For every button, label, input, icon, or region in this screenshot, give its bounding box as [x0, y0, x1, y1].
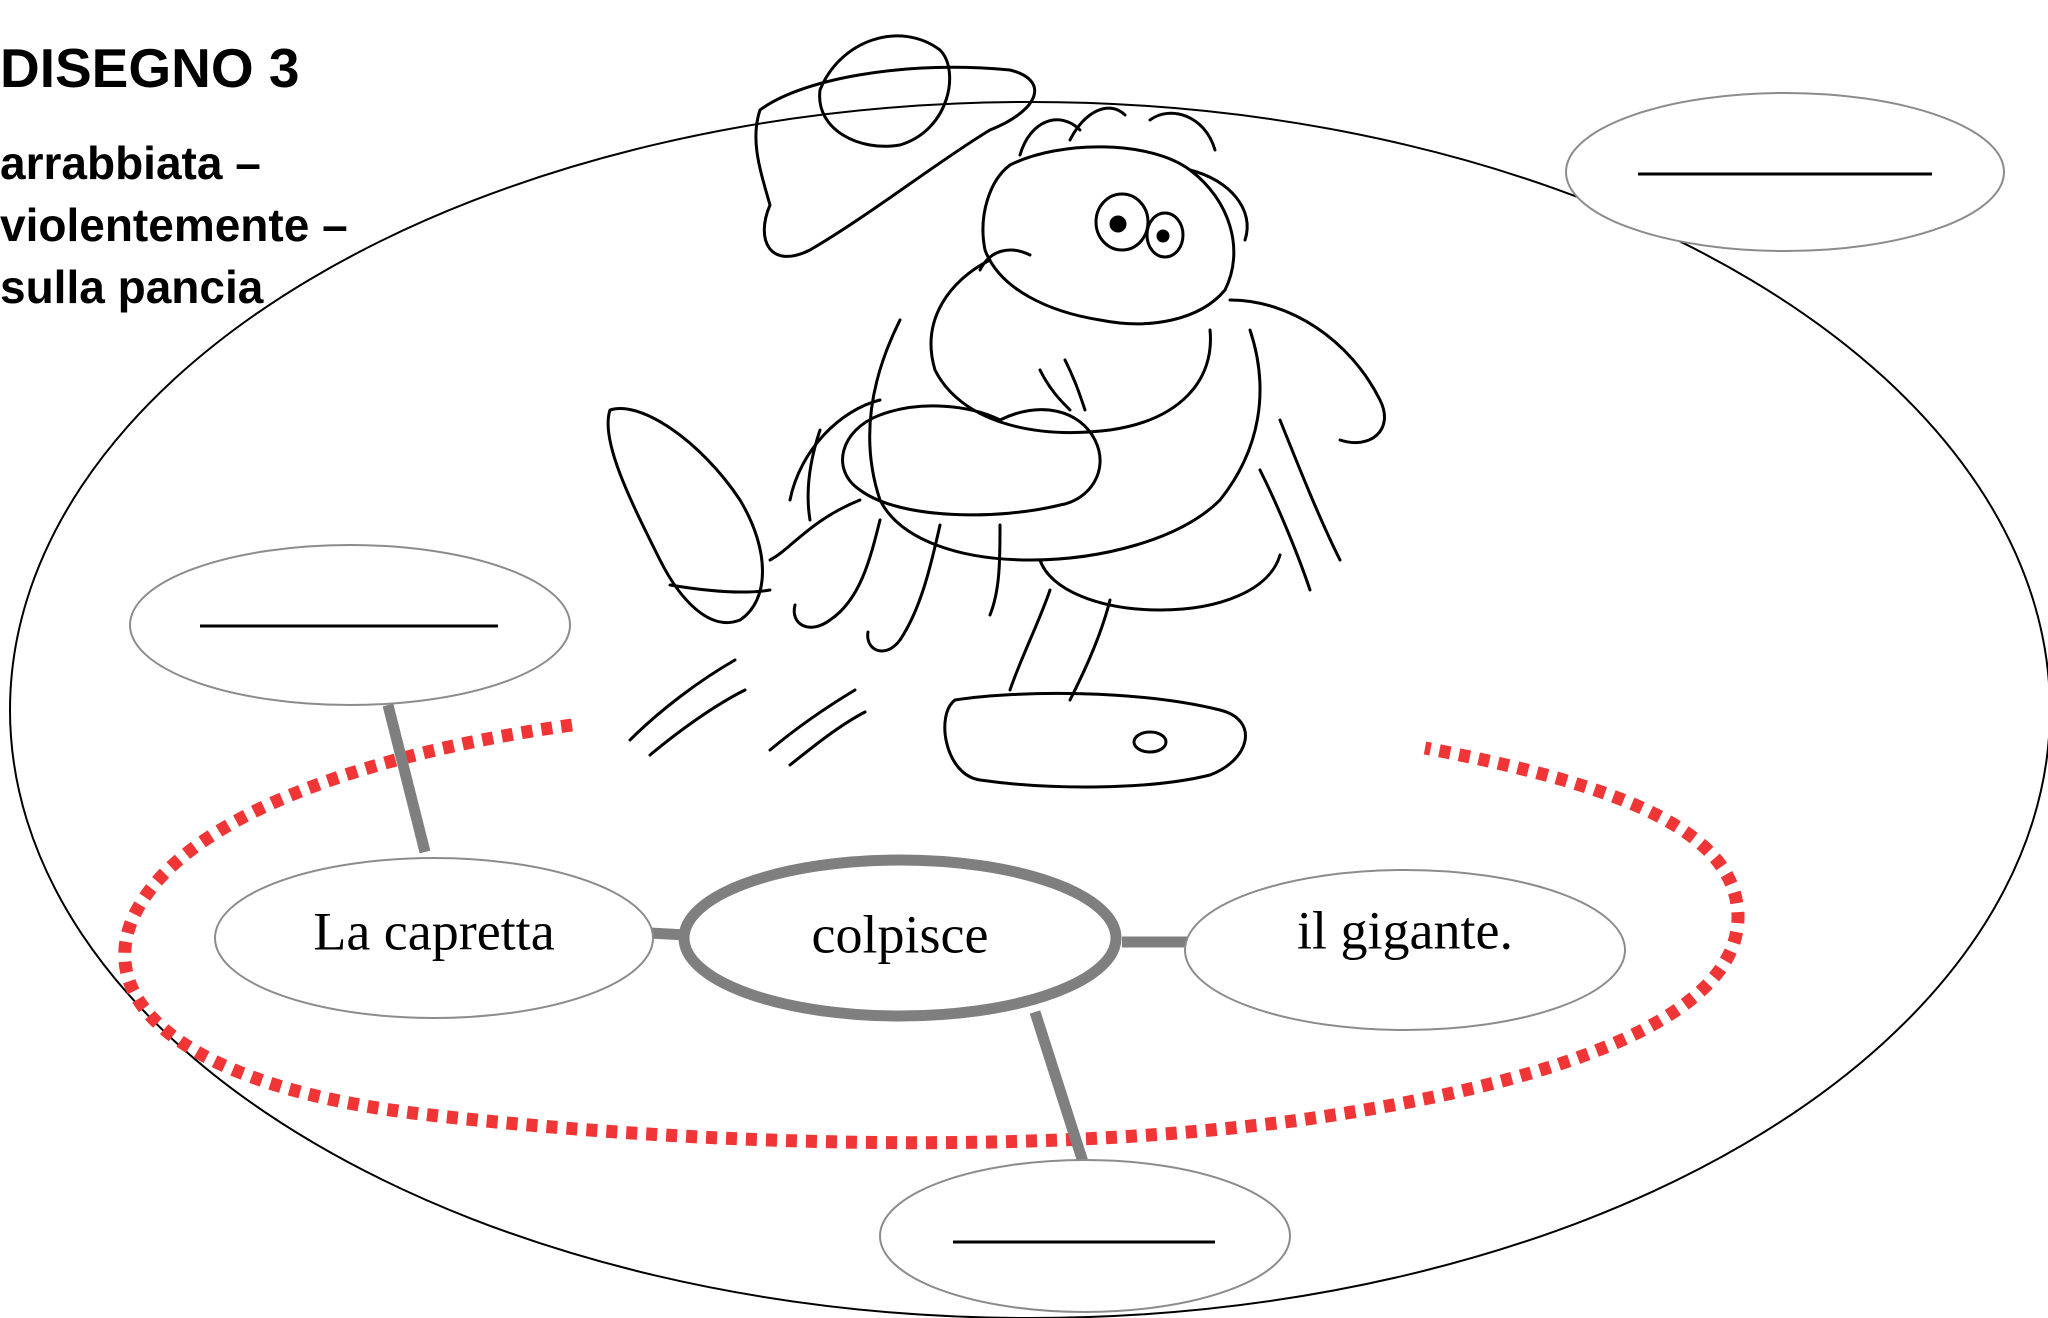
object-node: il gigante.: [1184, 869, 1626, 1031]
subject-node: La capretta: [214, 857, 654, 1019]
blank-node-top-right[interactable]: [1565, 92, 2005, 252]
giant-kicked-by-goat-illustration: [606, 34, 1386, 789]
blank-node-adverb[interactable]: [879, 1159, 1291, 1313]
sentence-dotted-outline: [118, 718, 1745, 1150]
hint-word-1: arrabbiata –: [0, 137, 261, 189]
blank-node-adjective[interactable]: [129, 544, 571, 706]
goat-icon: [768, 358, 1102, 653]
connector-adverb: [1029, 1010, 1089, 1164]
page-title: DISEGNO 3: [0, 37, 300, 99]
hint-word-2: violentemente –: [0, 199, 348, 251]
hat-icon: [754, 34, 1037, 258]
verb-label: colpisce: [812, 904, 989, 964]
verb-node: colpisce: [678, 854, 1122, 1022]
hint-word-3: sulla pancia: [0, 261, 264, 313]
connector-adjective: [382, 703, 431, 854]
object-label: il gigante.: [1297, 900, 1513, 960]
subject-label: La capretta: [313, 901, 554, 961]
